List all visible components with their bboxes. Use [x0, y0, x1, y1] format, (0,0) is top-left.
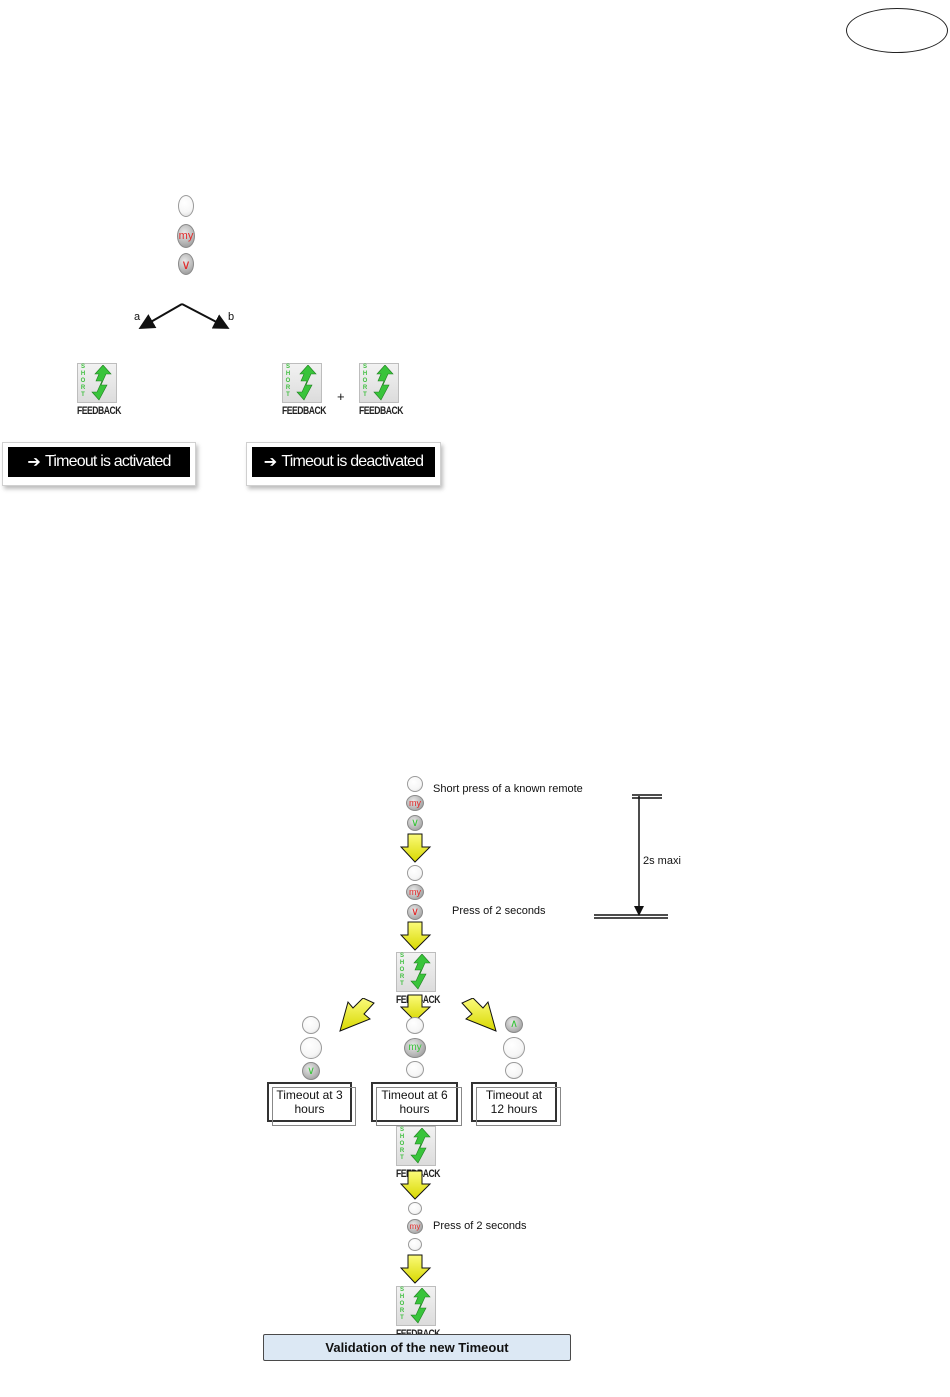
- remote-up-button: [302, 1016, 320, 1034]
- remote-my-button: my: [404, 1038, 426, 1058]
- step1-label: Short press of a known remote: [433, 783, 583, 795]
- down-arrow-icon: [400, 921, 432, 951]
- remote-down-button: ∨: [178, 253, 194, 275]
- double-arrow-icon: [373, 365, 394, 401]
- remote-up-button: [178, 195, 194, 217]
- remote-my-button: [300, 1037, 322, 1059]
- timing-label: 2s maxi: [643, 855, 681, 867]
- left-down-arrow-icon: [339, 998, 375, 1032]
- remote-up-button: [407, 776, 423, 792]
- remote-up-button: ∧: [505, 1016, 523, 1033]
- remote-down-button: ∨: [407, 815, 423, 831]
- double-arrow-icon: [91, 365, 112, 401]
- step3-label: Press of 2 seconds: [433, 1220, 527, 1232]
- branch-a-label: a: [134, 311, 141, 323]
- remote-my-button: my: [406, 884, 424, 900]
- remote-my-button: my: [407, 1219, 423, 1234]
- double-arrow-icon: [410, 1128, 431, 1164]
- double-arrow-icon: [296, 365, 317, 401]
- remote-up-button: [406, 1017, 424, 1034]
- remote-down-button: [408, 1238, 422, 1251]
- down-arrow-icon: [400, 833, 432, 863]
- right-down-arrow-icon: [461, 998, 497, 1032]
- branch-arrows: [138, 303, 230, 329]
- step2-label: Press of 2 seconds: [452, 905, 546, 917]
- double-arrow-icon: [410, 1288, 431, 1324]
- remote-down-button: ∨: [302, 1062, 320, 1080]
- feedback-caption: FEEDBACK: [77, 405, 121, 417]
- remote-down-button: [406, 1061, 424, 1078]
- remote-down-button: [505, 1062, 523, 1079]
- page-marker-oval: [846, 8, 948, 53]
- result-activated-bar: ➔Timeout is activated: [2, 442, 196, 486]
- remote-up-button: [408, 1202, 422, 1215]
- remote-my-button: my: [177, 224, 195, 248]
- branch-b-label: b: [228, 311, 235, 323]
- remote-my-button: [503, 1037, 525, 1059]
- double-arrow-icon: [410, 954, 431, 990]
- remote-down-button: ∨: [407, 904, 423, 920]
- down-arrow-icon: [400, 1254, 432, 1284]
- down-arrow-icon: [400, 994, 432, 1022]
- validation-banner: Validation of the new Timeout: [263, 1334, 571, 1361]
- result-deactivated-bar: ➔Timeout is deactivated: [246, 442, 441, 486]
- down-arrow-icon: [400, 1170, 432, 1200]
- remote-my-button: my: [406, 795, 424, 811]
- plus-sign: +: [337, 389, 345, 404]
- feedback-icon-frame: [359, 363, 399, 403]
- timing-bracket: [594, 794, 668, 919]
- feedback-caption: FEEDBACK: [359, 405, 403, 417]
- feedback-caption: FEEDBACK: [282, 405, 326, 417]
- remote-up-button: [407, 865, 423, 881]
